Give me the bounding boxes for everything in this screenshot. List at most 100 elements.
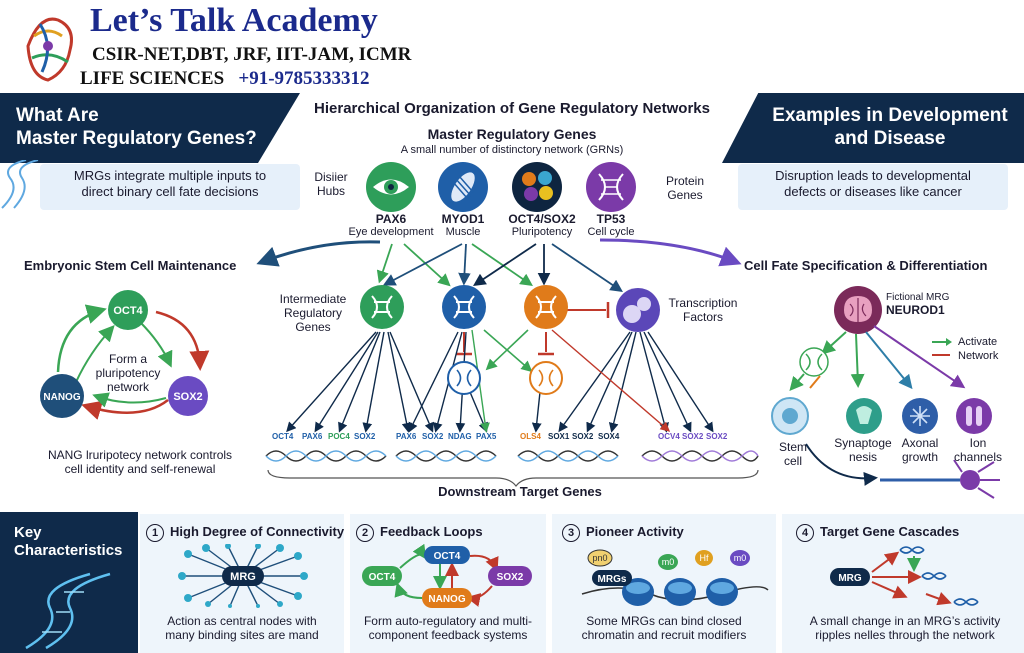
feedback-node-label: NANOG xyxy=(428,594,465,605)
modifier-tag: m0 xyxy=(658,554,678,570)
fate-diagram xyxy=(771,286,1000,499)
card-feedback-foot-line2: component feedback systems xyxy=(368,628,528,642)
esc-center-line1: Form a xyxy=(108,352,147,366)
hubs-label-line2: Hubs xyxy=(316,184,345,198)
esc-network-diagram: OCT4 SOX2 NANOG xyxy=(40,290,210,420)
modifier-tag: m0 xyxy=(730,550,750,566)
gene-pax6-sub: Eye development xyxy=(348,226,434,238)
legend-network: Network xyxy=(958,350,999,362)
gene-tp53-sub: Cell cycle xyxy=(587,226,635,238)
nucleosome xyxy=(706,578,738,606)
intermediate-label-line2: Regulatory xyxy=(283,306,343,320)
dna-icon xyxy=(442,285,486,329)
outcome-synaptogenesis-line1: Synaptoge xyxy=(834,436,892,450)
esc-heading: Embryonic Stem Cell Maintenance xyxy=(24,258,237,273)
ion-channel-icon xyxy=(956,398,992,434)
card-pioneer-foot-line1: Some MRGs can bind closed xyxy=(586,614,742,628)
card-number: 1 xyxy=(146,524,164,542)
outcome-synaptogenesis-line2: nesis xyxy=(848,450,877,464)
dna-icon xyxy=(524,285,568,329)
card-cascades-foot-line2: ripples nelles through the network xyxy=(815,628,995,642)
target-pax6: PAX6 xyxy=(302,432,323,441)
card-pioneer-foot: Some MRGs can bind closed chromatin and … xyxy=(556,614,772,642)
card-number: 2 xyxy=(356,524,374,542)
modifier-tag-label: pn0 xyxy=(592,553,607,563)
hubs-label-line1: Disiier xyxy=(314,170,348,184)
gene-tp53: TP53 Cell cycle xyxy=(581,212,641,239)
synapse-icon xyxy=(846,398,882,434)
key-title-line1: Key xyxy=(14,524,42,541)
feedback-loop-icon: OCT4 OCT4 SOX2 NANOG xyxy=(362,544,532,608)
left-info-line2: direct binary cell fate decisions xyxy=(81,184,259,199)
dna-icon xyxy=(799,347,829,377)
dna-strand xyxy=(265,450,387,462)
esc-caption-line2: cell identity and self-renewal xyxy=(64,462,216,476)
nucleosome xyxy=(622,578,654,606)
transcription-factors-label: Transcription Factors xyxy=(660,296,746,324)
card-title-text: High Degree of Connectivity xyxy=(170,524,345,539)
gene-oct4-sox2: OCT4/SOX2 Pluripotency xyxy=(492,212,592,239)
intermediate-label-line3: Genes xyxy=(295,320,331,334)
tf-label-line2: Factors xyxy=(682,310,723,324)
fate-heading: Cell Fate Specification & Differentiatio… xyxy=(744,258,988,273)
tf-label-line1: Transcription xyxy=(668,296,738,310)
target-sox4: SOX4 xyxy=(598,432,620,441)
protein-genes-label-line1: Protein xyxy=(665,174,705,188)
card-cascades xyxy=(782,514,1024,653)
nanog-node-label: NANOG xyxy=(43,392,80,403)
left-banner-title-line1: What Are xyxy=(16,105,99,126)
left-banner-title-line2: Master Regulatory Genes? xyxy=(16,128,257,149)
sox2-node: SOX2 xyxy=(168,376,208,416)
gene-pax6-name: PAX6 xyxy=(375,212,407,226)
outcome-ion-channels-line2: channels xyxy=(953,450,1003,464)
right-banner-title-line1: Examples in Development xyxy=(772,105,1008,126)
outcome-stem-cell: Stem cell xyxy=(768,440,818,468)
card-cascades-foot-line1: A small change in an MRG’s activity xyxy=(809,614,1001,628)
card-connectivity-title: 1 High Degree of Connectivity xyxy=(146,524,344,542)
outcome-stem-cell-line2: cell xyxy=(783,454,802,468)
protein-complex-icon xyxy=(512,162,562,212)
feedback-node-label: OCT4 xyxy=(369,572,396,583)
right-info-box: Disruption leads to developmental defect… xyxy=(738,164,1008,210)
mrg-subtitle: A small number of distinctory network (G… xyxy=(400,144,624,156)
esc-center-text: Form a pluripotency network xyxy=(80,352,176,394)
card-feedback-foot-line1: Form auto-regulatory and multi- xyxy=(363,614,533,628)
esc-caption: NANG lruripotecy network controls cell i… xyxy=(20,448,260,476)
fate-mrg-label: Fictional MRG xyxy=(886,292,950,303)
card-number: 3 xyxy=(562,524,580,542)
muscle-icon xyxy=(438,162,488,212)
oct4-node: OCT4 xyxy=(108,290,148,330)
transcription-factor-icon xyxy=(616,288,660,332)
diagram-title: Hierarchical Organization of Gene Regula… xyxy=(314,100,710,117)
dna-strand xyxy=(395,450,497,462)
sox2-node-label: SOX2 xyxy=(173,391,202,403)
gene-tp53-name: TP53 xyxy=(596,212,626,226)
fate-mrg-name: NEUROD1 xyxy=(886,303,945,317)
card-connectivity-foot: Action as central nodes with many bindin… xyxy=(142,614,342,642)
dna-icon xyxy=(1,160,39,209)
brand-title: Let’s Talk Academy xyxy=(90,2,378,39)
protein-genes-label: Protein Genes xyxy=(655,174,715,202)
gene-myod1-sub: Muscle xyxy=(445,226,481,238)
eye-icon xyxy=(366,162,416,212)
outcome-stem-cell-line1: Stem xyxy=(778,440,807,454)
nanog-node: NANOG xyxy=(422,588,472,608)
target-sox1: SOX1 xyxy=(548,432,570,441)
right-info-line1: Disruption leads to developmental xyxy=(775,168,971,183)
card-feedback-foot: Form auto-regulatory and multi- componen… xyxy=(352,614,544,642)
target-ocv4: OCV4 xyxy=(658,432,680,441)
oct4-node: OCT4 xyxy=(424,546,470,564)
target-sox2: SOX2 xyxy=(706,432,728,441)
brand-contact: LIFE SCIENCES +91-9785333312 xyxy=(80,68,370,90)
target-sox2: SOX2 xyxy=(354,432,376,441)
key-title-line2: Characteristics xyxy=(14,542,123,559)
stem-cell-icon xyxy=(771,397,809,435)
intermediate-label: Intermediate Regulatory Genes xyxy=(270,292,356,334)
gene-oct4-sox2-name: OCT4/SOX2 xyxy=(508,212,576,226)
cascade-center-label: MRG xyxy=(838,573,862,584)
brand-phone: +91-9785333312 xyxy=(238,68,370,89)
legend-activate: Activate xyxy=(958,336,998,348)
card-connectivity-foot-line2: many binding sites are mand xyxy=(165,628,319,642)
target-sox2: SOX2 xyxy=(572,432,594,441)
